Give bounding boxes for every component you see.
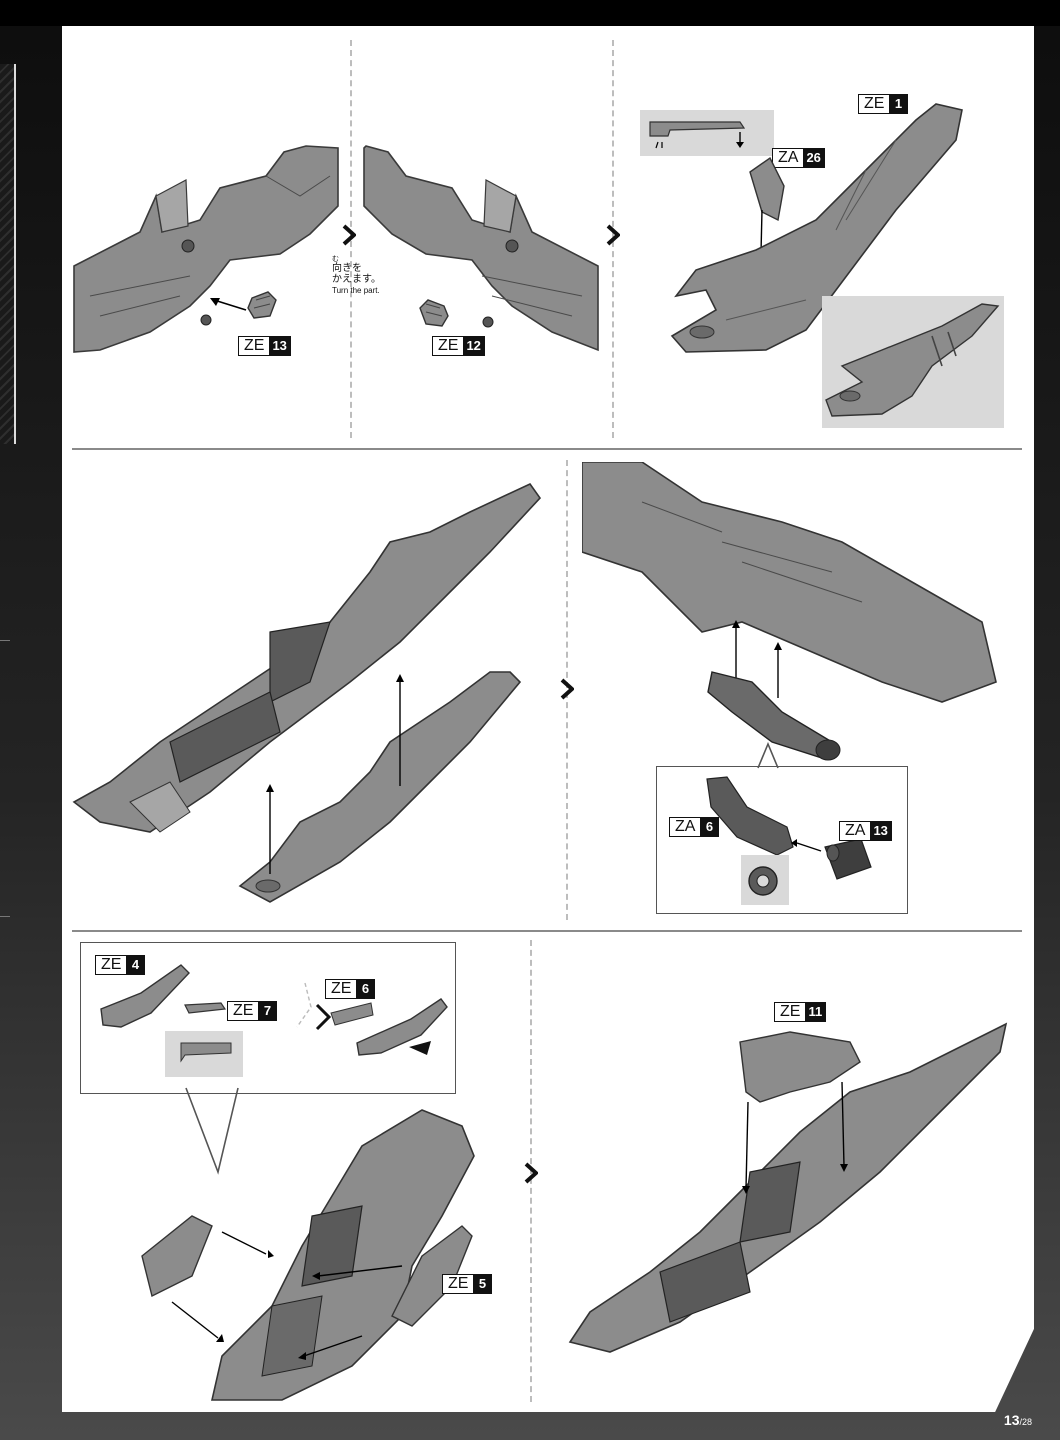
callout-pointer bbox=[185, 1087, 239, 1175]
detail-inset-assembled bbox=[822, 296, 1004, 428]
hatched-margin bbox=[0, 64, 16, 444]
underside-view bbox=[582, 462, 997, 761]
section-divider bbox=[72, 930, 1022, 932]
subassembly-drawings bbox=[100, 964, 448, 1077]
page-number-total: /28 bbox=[1019, 1417, 1032, 1427]
pin-side-view bbox=[649, 121, 746, 149]
frame-part-ze1 bbox=[670, 103, 963, 353]
previous-page-edge bbox=[0, 26, 22, 1440]
assembled-detail-view bbox=[825, 303, 1000, 417]
next-step-arrow bbox=[560, 678, 574, 700]
step-divider bbox=[566, 460, 568, 920]
main-body-assembly bbox=[72, 482, 542, 903]
cockpit-assembly-view bbox=[141, 1109, 475, 1401]
peg-part-ze12 bbox=[419, 299, 449, 327]
page-number-current: 13 bbox=[1003, 1412, 1020, 1428]
turn-note-jp-1: 向きを bbox=[332, 263, 362, 274]
top-bar bbox=[0, 0, 1060, 26]
peg-part-ze13 bbox=[247, 291, 277, 319]
next-step-arrow bbox=[524, 1162, 538, 1184]
next-step-arrow bbox=[342, 224, 356, 246]
margin-tick bbox=[0, 640, 10, 641]
section-divider bbox=[72, 448, 1022, 450]
turn-part-note: む 向きを かえます。 Turn the part. bbox=[332, 256, 381, 296]
turn-note-en: Turn the part. bbox=[332, 286, 380, 295]
insert-arrow bbox=[210, 298, 247, 311]
margin-tick bbox=[0, 916, 10, 917]
orientation-inset bbox=[640, 110, 774, 156]
wing-assembly-right-view bbox=[363, 145, 599, 352]
page-number: 13/28 bbox=[1004, 1412, 1032, 1428]
callout-pointer bbox=[757, 742, 779, 769]
furigana: む bbox=[332, 256, 339, 263]
wing-assembly-left-view bbox=[73, 145, 339, 353]
cylinder-assembly-detail bbox=[706, 776, 872, 905]
next-step-arrow bbox=[606, 224, 620, 246]
completed-body-view bbox=[568, 1022, 1008, 1353]
turn-note-jp-2: かえます。 bbox=[332, 274, 381, 285]
